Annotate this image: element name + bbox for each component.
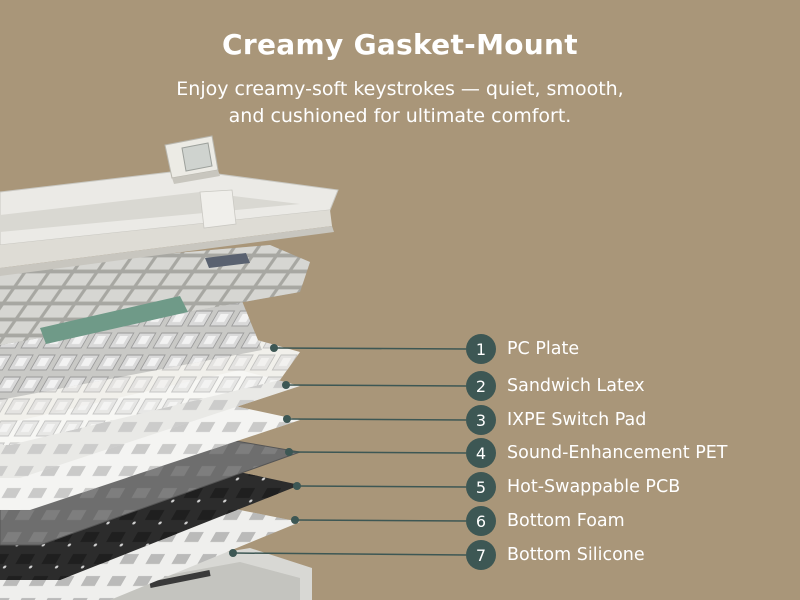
leader-dot-3: [283, 415, 291, 423]
callout-sandwich-latex: 2 Sandwich Latex: [466, 371, 645, 401]
leader-line-1: [273, 347, 467, 350]
leader-lines: [229, 344, 467, 557]
leader-dot-4: [285, 448, 293, 456]
leader-line-6: [294, 519, 467, 522]
leader-line-2: [285, 384, 467, 387]
callout-bottom-silicone: 7 Bottom Silicone: [466, 540, 645, 570]
layer-bottom-foam-shape: [0, 508, 300, 600]
callout-number-badge: 5: [466, 472, 496, 502]
layer-ixpe-shape: [0, 405, 300, 510]
leader-line-5: [296, 485, 467, 488]
leader-line-4: [288, 451, 467, 454]
page-title: Creamy Gasket-Mount: [222, 28, 578, 61]
callout-ixpe-switch-pad: 3 IXPE Switch Pad: [466, 405, 646, 435]
callout-label: Bottom Foam: [507, 511, 625, 531]
subtitle-line-1: Enjoy creamy-soft keystrokes — quiet, sm…: [176, 78, 624, 100]
callout-hot-swappable-pcb: 5 Hot-Swappable PCB: [466, 472, 680, 502]
top-case-frame-shape: [0, 169, 339, 276]
callout-label: Sandwich Latex: [507, 376, 645, 396]
callout-label: Hot-Swappable PCB: [507, 477, 681, 497]
display-module-shape: [164, 135, 220, 184]
leader-dot-6: [291, 516, 299, 524]
callout-pc-plate: 1 PC Plate: [466, 334, 579, 364]
callout-number-badge: 2: [466, 371, 496, 401]
layer-pcb-shape: [0, 470, 300, 580]
keycap-layer-shape: [0, 245, 310, 345]
callout-label: PC Plate: [507, 339, 580, 359]
callout-label: Sound-Enhancement PET: [507, 443, 728, 463]
leader-dot-5: [293, 482, 301, 490]
page-subtitle: Enjoy creamy-soft keystrokes — quiet, sm…: [100, 76, 700, 130]
callout-label: IXPE Switch Pad: [507, 410, 647, 430]
layer-latex-shape: [0, 370, 300, 478]
leader-line-7: [232, 552, 467, 556]
callout-sound-enhancement-pet: 4 Sound-Enhancement PET: [466, 438, 728, 468]
subtitle-line-2: and cushioned for ultimate comfort.: [228, 105, 572, 127]
callout-label: Bottom Silicone: [507, 545, 645, 565]
leader-line-3: [286, 418, 467, 421]
callout-number-badge: 7: [466, 540, 496, 570]
layer-pc-plate-shape: [0, 338, 300, 445]
callout-bottom-foam: 6 Bottom Foam: [466, 506, 625, 536]
callout-number-badge: 4: [466, 438, 496, 468]
leader-dot-7: [229, 549, 237, 557]
callout-number-badge: 6: [466, 506, 496, 536]
callout-number-badge: 3: [466, 405, 496, 435]
leader-dot-1: [270, 344, 278, 352]
callout-number-badge: 1: [466, 334, 496, 364]
leader-dot-2: [282, 381, 290, 389]
switch-array-shape: [0, 296, 262, 400]
